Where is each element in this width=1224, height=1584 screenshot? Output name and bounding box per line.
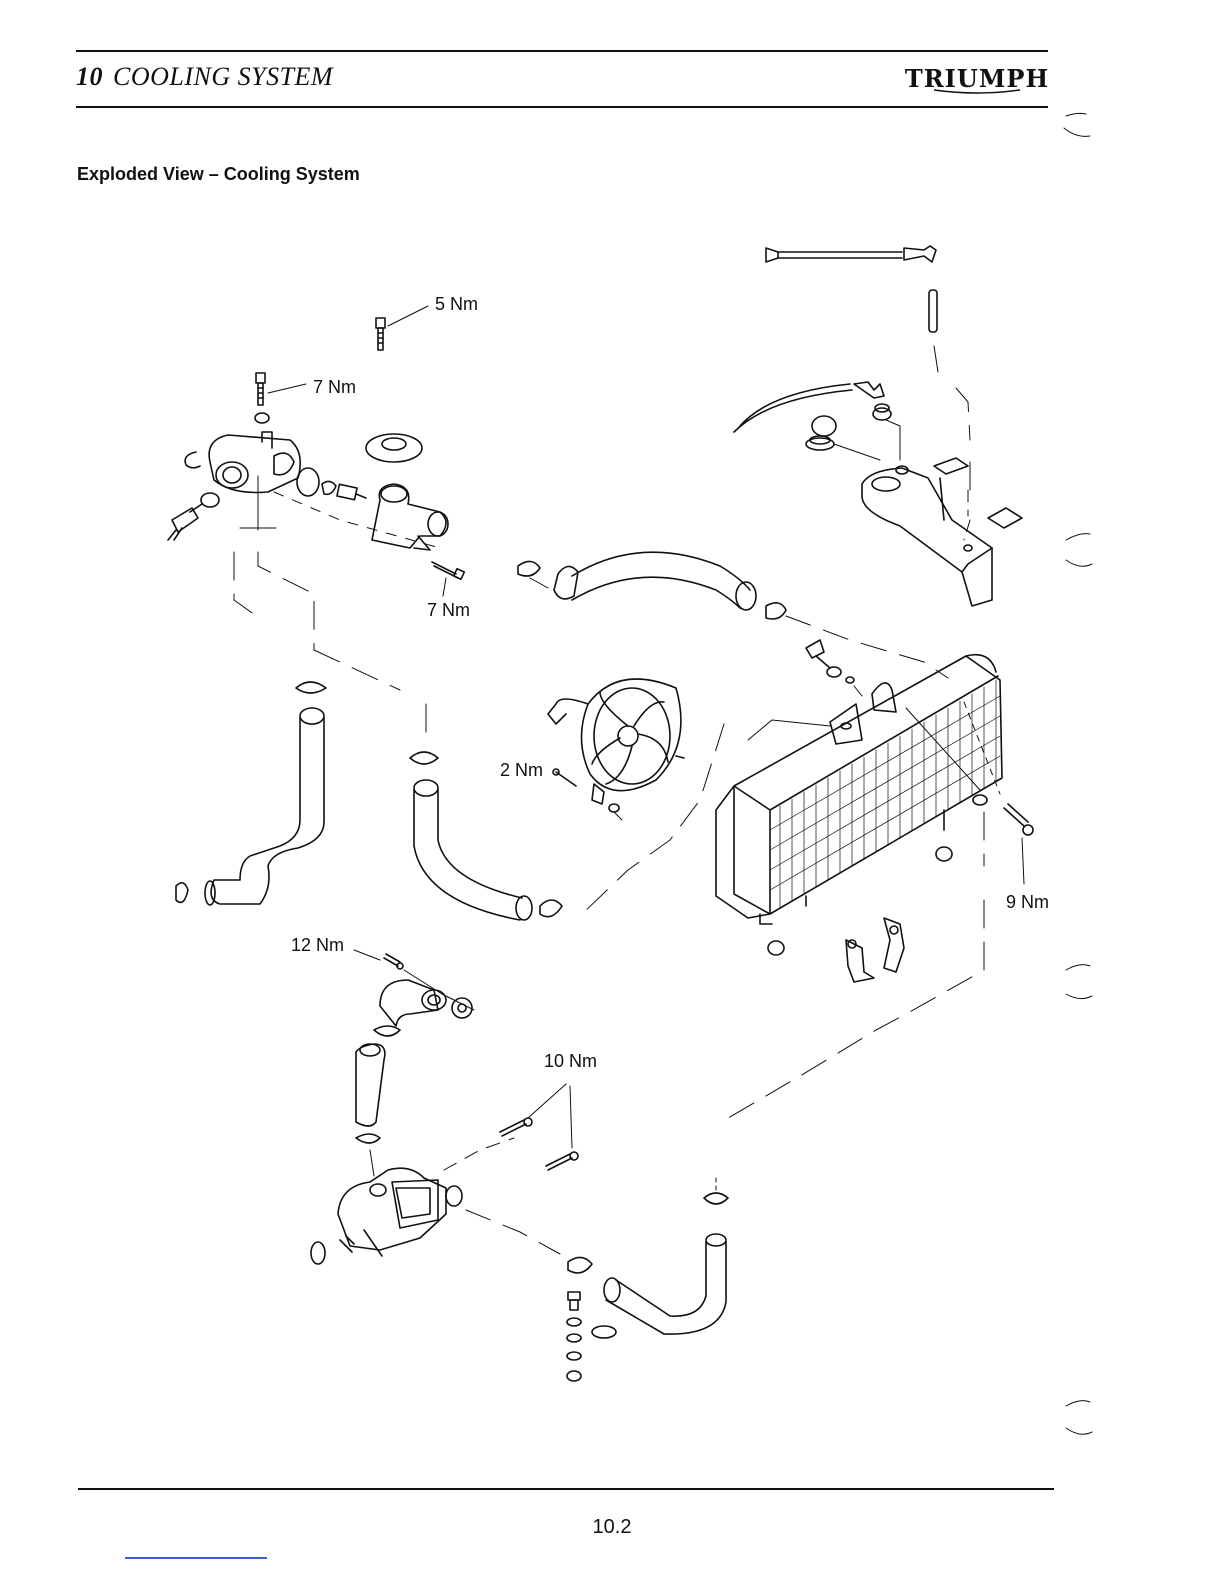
torque-label-9nm: 9 Nm: [1006, 892, 1049, 912]
radiator-lower-bracket-icon: [846, 918, 904, 982]
tank-pad-icon: [934, 458, 968, 474]
left-hose-group: [176, 682, 326, 905]
upper-hose-group: [518, 552, 948, 678]
expansion-tank-group: [734, 246, 1022, 606]
tank-pipe-icon: [929, 290, 937, 332]
temperature-sender-icon: [168, 504, 202, 540]
o-ring-icon: [201, 493, 219, 507]
pump-outlet-group: [311, 950, 578, 1264]
water-pump-icon: [338, 1168, 462, 1256]
torque-label-2nm: 2 Nm: [500, 760, 543, 780]
bolt-12nm-icon: [384, 954, 403, 969]
overflow-hose-icon: [734, 384, 852, 432]
fan-connector-icon: [548, 699, 588, 724]
torque-label-7nm-upper: 7 Nm: [313, 377, 356, 397]
circlip-icon: [185, 452, 200, 468]
radiator-group: [582, 640, 1033, 1124]
left-hose-icon: [211, 718, 324, 904]
grommet-icon: [827, 667, 841, 677]
hose-clip-icon: [296, 682, 326, 693]
hose-clip-icon: [176, 883, 188, 903]
thermostat-icon: [322, 481, 366, 499]
middle-hose-icon: [414, 790, 522, 920]
page-number: 10.2: [0, 1516, 1224, 1539]
radiator-icon: [716, 655, 1002, 924]
lower-hose-group: [567, 1178, 728, 1381]
expansion-tank-icon: [862, 466, 992, 606]
o-ring-icon: [311, 1242, 325, 1264]
drain-stack-icon: [567, 1292, 616, 1381]
lower-hose-icon: [606, 1242, 726, 1334]
footer-rule: [78, 1488, 1054, 1490]
hose-clip-icon: [766, 603, 786, 619]
thermostat-housing-group: [168, 306, 464, 738]
thermostat-housing-icon: [209, 432, 300, 493]
breather-hose-icon: [778, 252, 902, 258]
torque-label-5nm: 5 Nm: [435, 294, 478, 314]
radiator-cap-icon: [366, 434, 422, 462]
bolt-7nm-upper-icon: [256, 373, 265, 405]
hose-clip-icon: [568, 1257, 592, 1272]
torque-label-7nm-lower: 7 Nm: [427, 600, 470, 620]
fan-bolt-icon: [553, 769, 576, 786]
hose-clip-icon: [540, 900, 562, 917]
mount-bolt-icon: [806, 640, 824, 658]
upper-hose-icon: [572, 552, 750, 608]
hose-clip-icon: [356, 1134, 380, 1143]
outlet-elbow-icon: [380, 980, 446, 1026]
bolt-10nm-icon: [500, 1118, 532, 1136]
o-ring-icon: [297, 468, 319, 496]
bolt-10nm-icon: [546, 1152, 578, 1170]
grommet-icon: [936, 847, 952, 861]
hose-clip-icon: [374, 1026, 400, 1036]
footer-link-underline: [125, 1557, 267, 1559]
hose-clip-icon: [410, 752, 438, 764]
tank-cap-icon: [806, 416, 836, 450]
hose-clip-icon: [518, 561, 540, 576]
hose-clip-icon: [704, 1193, 728, 1204]
bolt-9nm-icon: [1004, 804, 1033, 835]
bolt-5nm-icon: [376, 318, 385, 350]
torque-label-12nm: 12 Nm: [291, 935, 344, 955]
bolt-7nm-lower-icon: [432, 562, 464, 579]
grommet-icon: [768, 941, 784, 955]
cooling-fan-group: [548, 679, 684, 820]
torque-label-10nm: 10 Nm: [544, 1051, 597, 1071]
tank-pad-icon: [988, 508, 1022, 528]
cooling-fan-icon: [581, 679, 684, 804]
